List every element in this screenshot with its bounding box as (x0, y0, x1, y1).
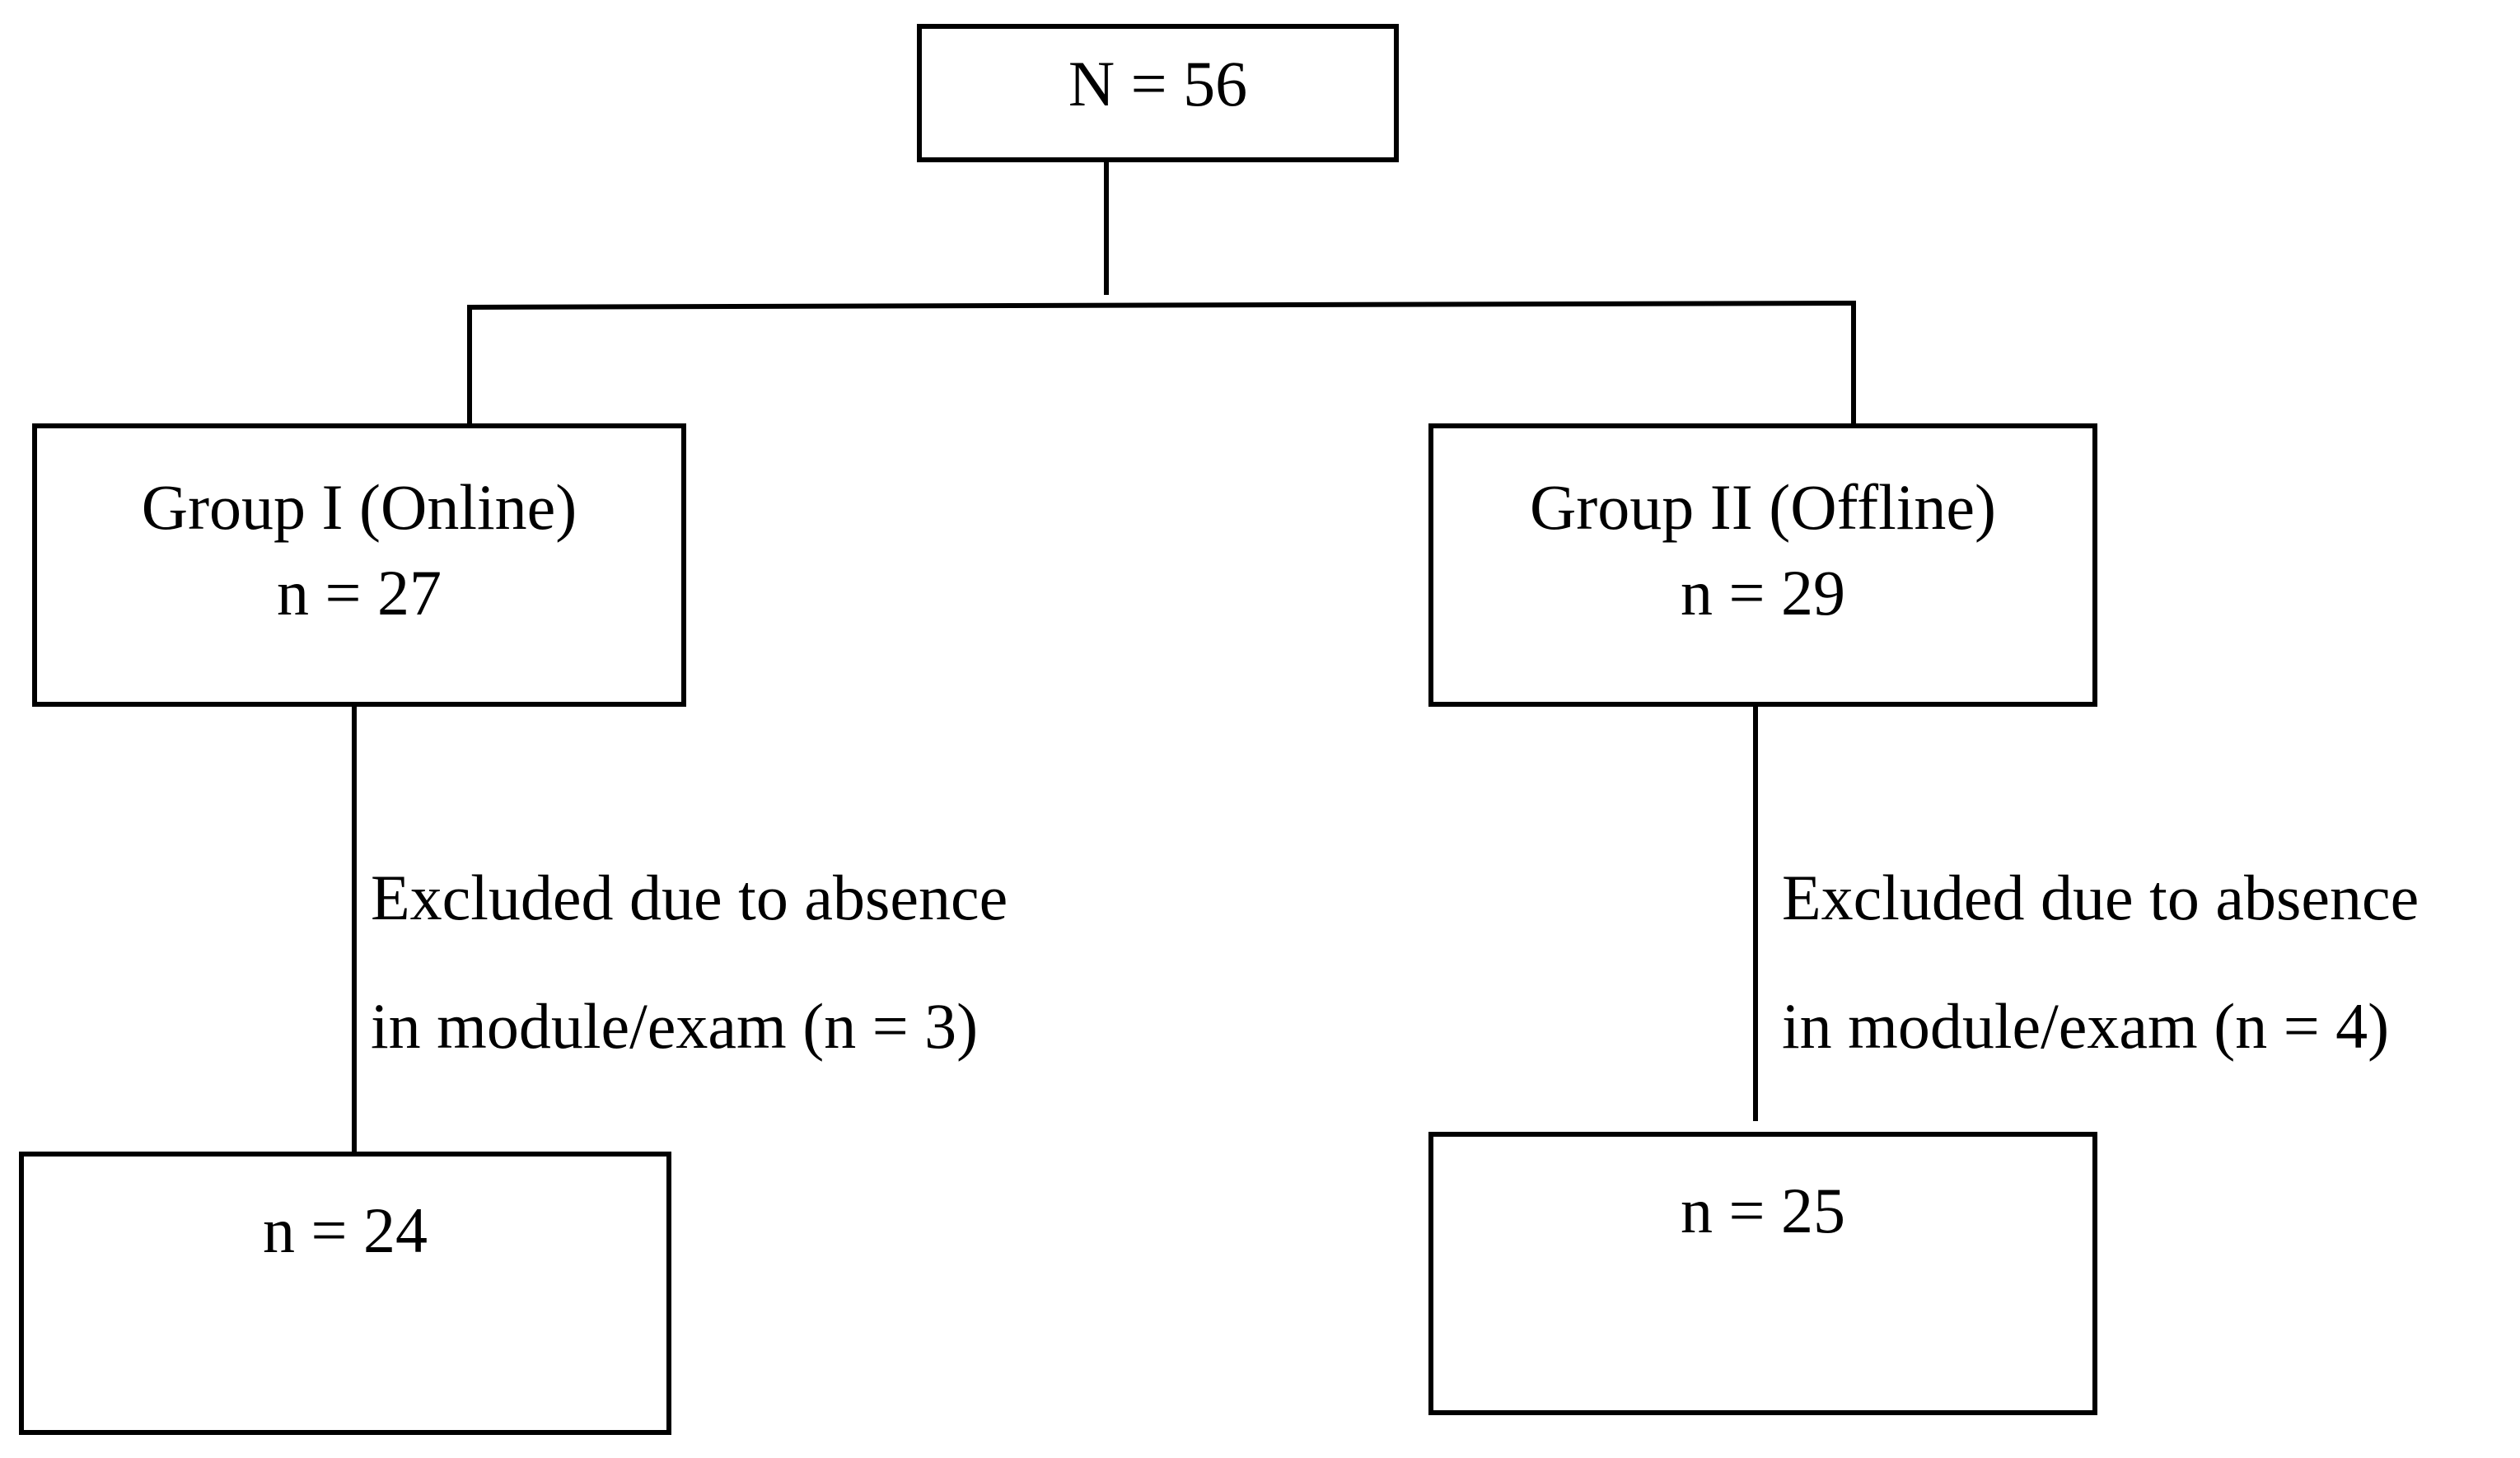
group1-final-box: n = 24 (19, 1152, 671, 1435)
connector-horizontal-split (466, 300, 1857, 311)
group2-title: Group II (Offline) (1529, 471, 1997, 543)
group2-exclusion-line-2: in module/exam (n = 4) (1782, 990, 2390, 1062)
group2-count: n = 29 (1681, 557, 1845, 629)
group1-title: Group I (Online) (141, 471, 577, 543)
group1-exclusion-line-2: in module/exam (n = 3) (371, 990, 979, 1062)
total-participants-box: N = 56 (917, 24, 1399, 162)
group1-box: Group I (Online) n = 27 (32, 423, 686, 707)
group2-final-box: n = 25 (1428, 1132, 2097, 1415)
group2-final-count: n = 25 (1681, 1175, 1845, 1246)
group1-exclusion-note: Excluded due to absence in module/exam (… (371, 855, 1008, 1069)
group2-box: Group II (Offline) n = 29 (1428, 423, 2097, 707)
group1-exclusion-line-1: Excluded due to absence (371, 862, 1008, 933)
total-participants-label: N = 56 (1068, 48, 1248, 119)
group1-final-count: n = 24 (263, 1194, 428, 1266)
group2-exclusion-note: Excluded due to absence in module/exam (… (1782, 855, 2419, 1069)
group1-count: n = 27 (277, 557, 442, 629)
group2-exclusion-line-1: Excluded due to absence (1782, 862, 2419, 933)
